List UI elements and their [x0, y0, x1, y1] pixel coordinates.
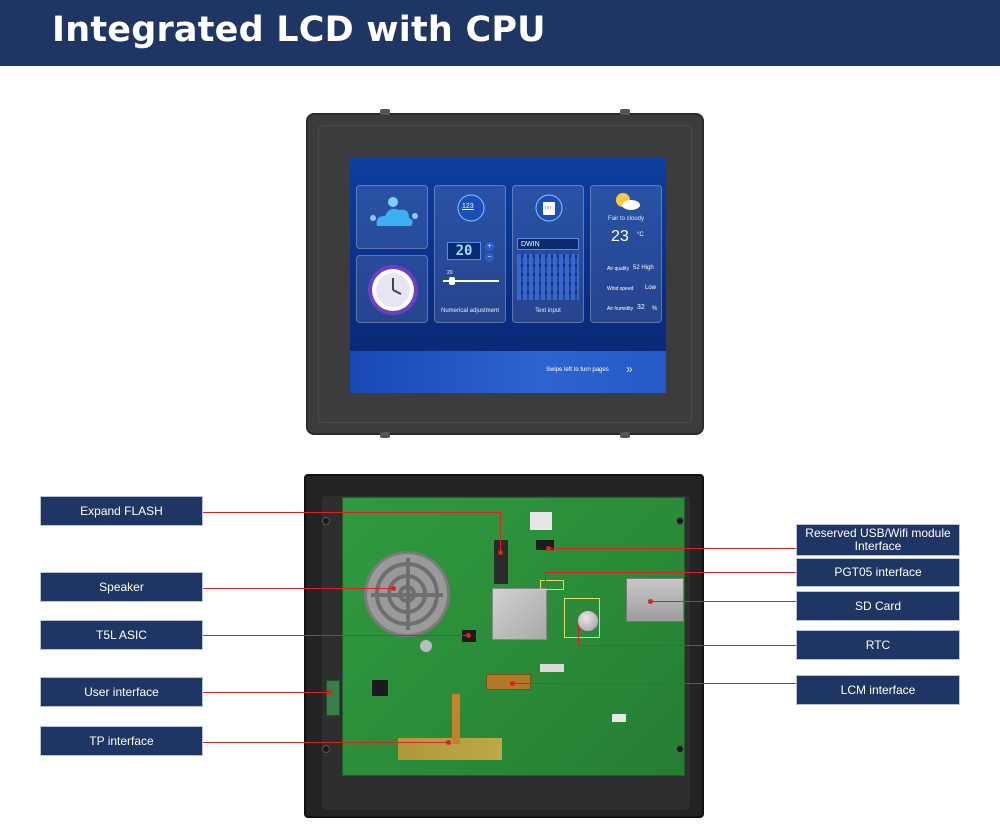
label-speaker: Speaker — [40, 572, 203, 602]
label-sd-card: SD Card — [796, 591, 960, 621]
point-expand-flash — [498, 550, 503, 555]
number-icon-text: 123 — [462, 203, 474, 210]
label-expand-flash: Expand FLASH — [40, 496, 203, 526]
numeric-display: 20 — [447, 242, 481, 260]
air-quality-label: Air quality — [607, 266, 629, 272]
bezel — [318, 125, 692, 423]
speaker-component — [364, 551, 450, 637]
double-chevron-right-icon: » — [626, 362, 633, 376]
leader-lcm — [512, 683, 796, 684]
label-reserved-usb-line2: Interface — [854, 539, 902, 553]
slider-handle[interactable] — [449, 277, 455, 285]
label-pgt05: PGT05 interface — [796, 558, 960, 587]
text-input-caption: Text input — [535, 308, 561, 314]
label-t5l-asic: T5L ASIC — [40, 620, 203, 650]
user-interface-connector — [326, 680, 340, 716]
label-reserved-usb-line1: Reserved USB/Wifi module — [805, 526, 951, 540]
leader-speaker — [203, 588, 393, 589]
air-quality-value: 52 High — [633, 265, 654, 271]
leader-expand-flash-v — [500, 512, 501, 552]
leader-tp-interface — [203, 742, 448, 743]
point-sd-card — [648, 599, 653, 604]
component — [372, 680, 388, 696]
weather-card: Fair to cloudy 23 °C Air quality 52 High… — [590, 185, 662, 323]
rtc-battery — [577, 610, 599, 632]
flex-strip — [452, 694, 460, 744]
t5l-asic-chip — [492, 588, 547, 640]
numeric-caption: Numerical adjustment — [440, 308, 500, 314]
slider-track[interactable] — [443, 280, 499, 282]
label-rtc: RTC — [796, 630, 960, 660]
weather-status: Fair to cloudy — [607, 216, 644, 222]
mount-hole — [322, 517, 330, 525]
capacitor — [420, 640, 432, 652]
leader-rtc — [578, 645, 796, 646]
numeric-card: 123 20 + − 20 Numerical adjustment — [434, 185, 506, 323]
point-user-interface — [327, 690, 332, 695]
wind-label: Wind speed — [607, 286, 634, 292]
screw — [620, 109, 630, 115]
slider-value: 20 — [447, 270, 453, 276]
rtc-area — [564, 598, 600, 638]
decrement-button[interactable]: − — [485, 253, 494, 262]
sd-card-slot — [626, 578, 684, 622]
screw — [380, 109, 390, 115]
sun-cloud-icon — [616, 193, 640, 210]
leader-reserved-usb — [548, 548, 796, 549]
humidity-value: 32 — [637, 304, 645, 311]
text-input-field[interactable]: DWIN — [517, 238, 579, 250]
ce-mark — [612, 714, 626, 722]
point-t5l-asic — [466, 633, 471, 638]
on-screen-keyboard[interactable] — [517, 254, 579, 300]
lcm-connector — [486, 674, 531, 690]
mount-hole — [676, 517, 684, 525]
txt-file-icon — [535, 194, 563, 222]
flash-chip — [494, 540, 508, 584]
leader-pgt05 — [545, 572, 796, 573]
point-reserved-usb — [546, 546, 551, 551]
wind-value: Low — [645, 285, 657, 291]
clock-card — [356, 255, 428, 323]
leader-rtc-v — [578, 625, 579, 645]
swipe-hint: Swipe left to turn pages — [546, 367, 609, 373]
temperature-value: 23 — [611, 228, 629, 245]
usb-connector — [536, 540, 554, 550]
leader-sd-card — [650, 601, 796, 602]
tp-flex-cable — [398, 738, 502, 760]
leader-expand-flash — [203, 512, 500, 513]
component — [540, 664, 564, 672]
humidity-unit: % — [652, 306, 658, 312]
temperature-unit: °C — [637, 232, 644, 238]
swipe-bar[interactable]: Swipe left to turn pages » — [350, 351, 666, 393]
header-bar: Integrated LCD with CPU — [0, 0, 1000, 66]
leader-pgt05-v — [545, 572, 546, 582]
increment-button[interactable]: + — [485, 242, 494, 251]
mount-hole — [322, 745, 330, 753]
cloud-card — [356, 185, 428, 249]
usb-wifi-pads — [530, 512, 552, 530]
cloud-icon — [370, 197, 418, 226]
point-lcm — [510, 681, 515, 686]
label-tp-interface: TP interface — [40, 726, 203, 756]
point-tp-interface — [446, 740, 451, 745]
leader-user-interface — [203, 692, 329, 693]
screw — [620, 432, 630, 438]
screw — [380, 432, 390, 438]
mount-hole — [676, 745, 684, 753]
pgt05-connector — [540, 580, 564, 590]
clock-icon — [368, 265, 418, 315]
number-icon — [457, 194, 485, 222]
lcd-screen: 123 20 + − 20 Numerical adjustment TXT D… — [350, 157, 666, 393]
label-user-interface: User interface — [40, 677, 203, 707]
label-lcm-interface: LCM interface — [796, 675, 960, 705]
label-reserved-usb: Reserved USB/Wifi module Interface — [796, 524, 960, 556]
lcd-front-view: 123 20 + − 20 Numerical adjustment TXT D… — [306, 113, 704, 435]
text-input-card: TXT DWIN Text input — [512, 185, 584, 323]
page-title: Integrated LCD with CPU — [52, 10, 546, 50]
leader-t5l-asic — [203, 635, 468, 636]
point-speaker — [391, 586, 396, 591]
humidity-label: Air humidity — [607, 306, 634, 312]
txt-icon-text: TXT — [544, 205, 552, 210]
